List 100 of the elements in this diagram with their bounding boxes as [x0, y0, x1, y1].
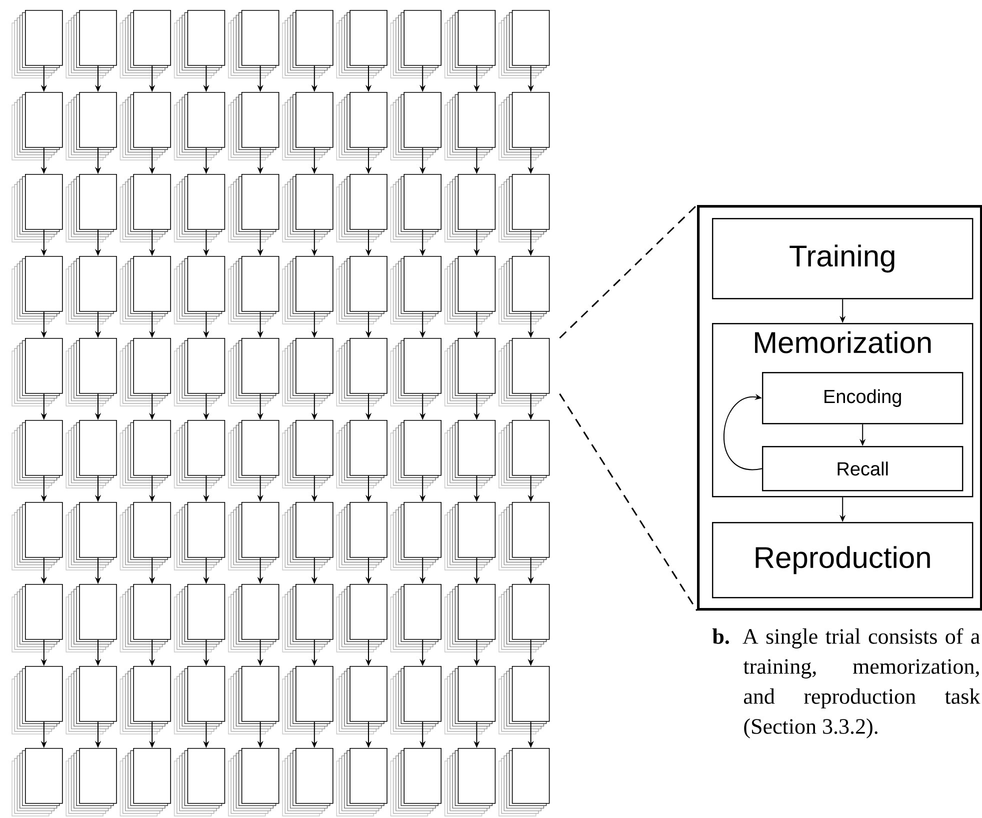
step-box: Encoding	[762, 372, 964, 424]
page-stack	[444, 338, 496, 406]
page-stack	[66, 174, 117, 242]
page-stack	[228, 420, 280, 488]
page-stack	[498, 174, 550, 242]
page-stack	[444, 10, 496, 78]
page-stack	[282, 584, 334, 652]
page-stack	[228, 92, 280, 160]
page-stack	[444, 174, 496, 242]
page-stack	[390, 174, 442, 242]
page-stack	[12, 10, 63, 78]
page-stack	[228, 666, 280, 734]
caption: b. A single trial consists of a training, memorization, and reproduction task (Section 3.3.2).	[712, 628, 980, 738]
page-stack	[174, 666, 226, 734]
page-stack	[66, 666, 117, 734]
page-stack	[336, 338, 388, 406]
page-stack	[282, 174, 334, 242]
page-stack	[390, 666, 442, 734]
page-stack	[336, 174, 388, 242]
page-stack	[390, 338, 442, 406]
page-stack	[336, 502, 388, 570]
page-stack	[390, 748, 442, 816]
page-stack	[444, 584, 496, 652]
page-stack	[498, 666, 550, 734]
page-stack	[336, 420, 388, 488]
page-stack	[390, 92, 442, 160]
page-stack	[444, 502, 496, 570]
page-stack	[336, 92, 388, 160]
page-stack	[120, 10, 171, 78]
page-stack	[174, 10, 226, 78]
page-stack	[336, 584, 388, 652]
page-stack	[12, 502, 63, 570]
page-stack	[282, 502, 334, 570]
page-stack	[120, 174, 171, 242]
page-stack	[12, 748, 63, 816]
page-stack	[174, 502, 226, 570]
page-stack	[120, 666, 171, 734]
page-stack	[336, 666, 388, 734]
page-stack	[12, 420, 63, 488]
page-stack	[498, 10, 550, 78]
zoom-line	[559, 204, 698, 339]
page-stack	[12, 256, 63, 324]
page-stack	[498, 420, 550, 488]
page-stack	[228, 256, 280, 324]
page-stack	[228, 174, 280, 242]
page-stack	[228, 502, 280, 570]
page-stack	[174, 748, 226, 816]
page-stack	[336, 256, 388, 324]
page-stack	[444, 256, 496, 324]
page-stack	[66, 584, 117, 652]
loop-arrow	[723, 394, 762, 470]
page-stack	[66, 92, 117, 160]
page-stack	[282, 256, 334, 324]
page-stack	[228, 10, 280, 78]
page-stack	[390, 584, 442, 652]
page-stack	[174, 256, 226, 324]
page-stack	[120, 256, 171, 324]
page-stack	[12, 666, 63, 734]
page-stack	[444, 748, 496, 816]
page-stack	[282, 338, 334, 406]
page-stack	[66, 420, 117, 488]
page-stack	[444, 666, 496, 734]
page-stack	[228, 584, 280, 652]
page-stack	[66, 502, 117, 570]
page-stack	[66, 10, 117, 78]
page-stack	[66, 256, 117, 324]
page-stack	[282, 92, 334, 160]
page-stack	[174, 584, 226, 652]
page-stack	[66, 748, 117, 816]
stage-box: Training	[712, 218, 974, 300]
page-stack	[444, 92, 496, 160]
page-stack	[12, 584, 63, 652]
page-stack	[66, 338, 117, 406]
page-stack	[282, 666, 334, 734]
page-stack	[120, 748, 171, 816]
page-stack	[120, 338, 171, 406]
page-stack	[282, 420, 334, 488]
page-stack	[228, 748, 280, 816]
page-stack	[120, 420, 171, 488]
stage-box: Reproduction	[712, 522, 974, 598]
page-stack	[120, 584, 171, 652]
page-stack	[498, 502, 550, 570]
page-stack	[498, 256, 550, 324]
page-stack	[12, 338, 63, 406]
page-stack	[390, 502, 442, 570]
page-stack	[174, 174, 226, 242]
page-stack	[390, 10, 442, 78]
page-stack	[282, 748, 334, 816]
page-stack	[120, 502, 171, 570]
page-stack	[390, 420, 442, 488]
page-stack	[174, 420, 226, 488]
step-box: Recall	[762, 446, 964, 492]
page-stack	[444, 420, 496, 488]
page-stack	[12, 92, 63, 160]
page-stack	[498, 748, 550, 816]
page-stack	[336, 748, 388, 816]
page-stack	[120, 92, 171, 160]
page-stack	[228, 338, 280, 406]
page-stack	[390, 256, 442, 324]
page-stack	[174, 338, 226, 406]
